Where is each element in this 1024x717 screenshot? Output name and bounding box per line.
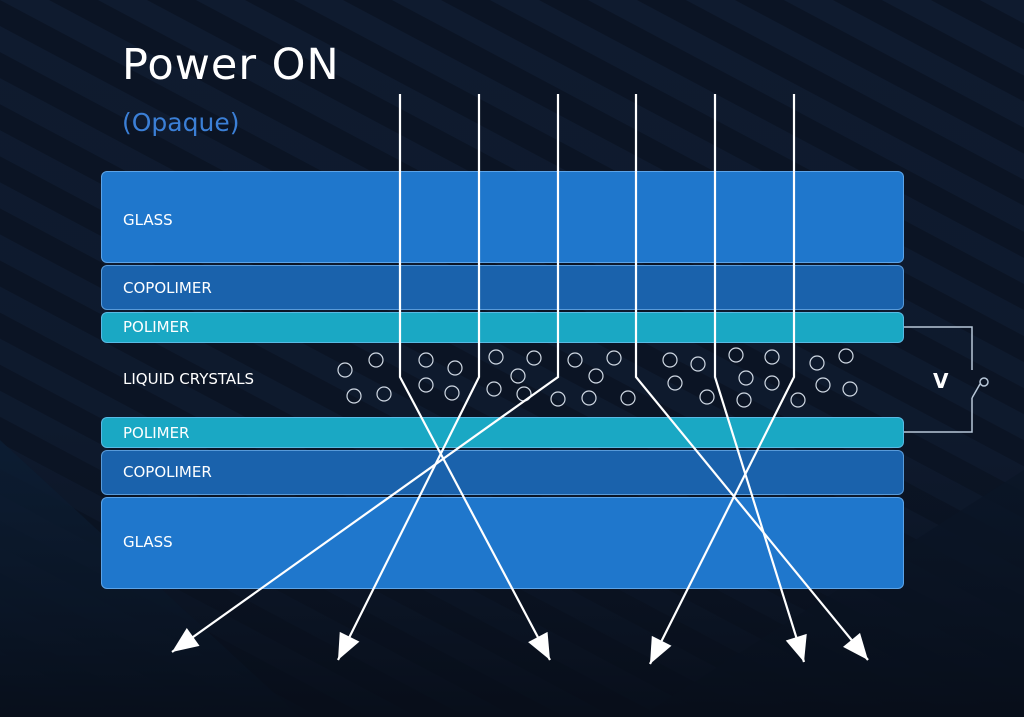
label-polimer-bottom: POLIMER bbox=[123, 424, 190, 442]
crystal-particle bbox=[809, 355, 825, 371]
voltage-label: V bbox=[933, 369, 949, 393]
arrowhead-icon bbox=[843, 632, 868, 660]
light-ray-2 bbox=[337, 94, 481, 661]
crystal-particle bbox=[368, 352, 384, 368]
layer-glass-top bbox=[101, 171, 904, 263]
crystal-particle bbox=[346, 388, 362, 404]
label-copolimer-top: COPOLIMER bbox=[123, 279, 212, 297]
crystal-particle bbox=[764, 349, 780, 365]
diagram-title: Power ON bbox=[122, 40, 340, 90]
label-liquid-crystals: LIQUID CRYSTALS bbox=[123, 370, 255, 388]
label-copolimer-bottom: COPOLIMER bbox=[123, 463, 212, 481]
arrowhead-icon bbox=[338, 631, 360, 660]
arrowhead-icon bbox=[785, 633, 807, 662]
arrowhead-icon bbox=[528, 631, 550, 660]
light-ray-3 bbox=[171, 94, 560, 653]
layer-glass-bottom bbox=[101, 497, 904, 589]
layer-copolimer-top bbox=[101, 265, 904, 310]
crystal-particle bbox=[418, 377, 434, 393]
crystal-particle bbox=[447, 360, 463, 376]
voltage-circuit bbox=[904, 326, 989, 433]
crystal-particle bbox=[815, 377, 831, 393]
arrowhead-icon bbox=[650, 635, 672, 664]
crystal-particle bbox=[337, 362, 353, 378]
circuit-wire-bottom bbox=[904, 398, 973, 433]
crystal-particle bbox=[764, 375, 780, 391]
crystal-particle bbox=[510, 368, 526, 384]
light-ray-4 bbox=[634, 94, 869, 661]
crystal-particle bbox=[567, 352, 583, 368]
crystal-particle bbox=[418, 352, 434, 368]
liquid-crystal-particles bbox=[337, 347, 858, 408]
crystal-particle bbox=[486, 381, 502, 397]
crystal-particle bbox=[662, 352, 678, 368]
crystal-particle bbox=[690, 356, 706, 372]
crystal-particle bbox=[581, 390, 597, 406]
crystal-particle bbox=[620, 390, 636, 406]
crystal-particle bbox=[736, 392, 752, 408]
crystal-particle bbox=[550, 391, 566, 407]
crystal-particle bbox=[444, 385, 460, 401]
light-ray-6 bbox=[649, 94, 796, 665]
crystal-particle bbox=[588, 368, 604, 384]
diagram-subtitle: (Opaque) bbox=[122, 108, 240, 137]
layer-copolimer-bottom bbox=[101, 450, 904, 495]
arrowhead-icon bbox=[172, 627, 200, 652]
layer-polimer-top bbox=[101, 312, 904, 343]
crystal-particle bbox=[667, 375, 683, 391]
light-rays bbox=[171, 94, 869, 665]
crystal-particle bbox=[790, 392, 806, 408]
circuit-switch-contact bbox=[979, 377, 989, 387]
crystal-particle bbox=[738, 370, 754, 386]
crystal-particle bbox=[699, 389, 715, 405]
crystal-particle bbox=[488, 349, 504, 365]
circuit-switch bbox=[971, 383, 981, 399]
light-ray-5 bbox=[713, 94, 806, 663]
label-polimer-top: POLIMER bbox=[123, 318, 190, 336]
light-ray-1 bbox=[398, 94, 551, 661]
crystal-particle bbox=[376, 386, 392, 402]
crystal-particle bbox=[606, 350, 622, 366]
label-glass-top: GLASS bbox=[123, 211, 173, 229]
crystal-particle bbox=[526, 350, 542, 366]
circuit-wire-top bbox=[904, 326, 973, 370]
label-glass-bottom: GLASS bbox=[123, 533, 173, 551]
crystal-particle bbox=[728, 347, 744, 363]
crystal-particle bbox=[842, 381, 858, 397]
crystal-particle bbox=[838, 348, 854, 364]
